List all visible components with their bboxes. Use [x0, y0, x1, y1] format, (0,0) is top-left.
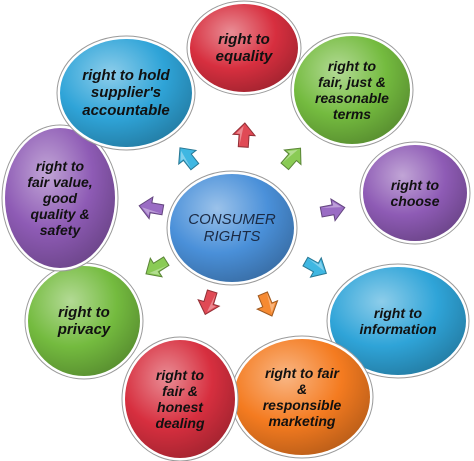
- right-fair-honest-dealing-bubble: [125, 340, 235, 458]
- center-consumer-rights-bubble: [170, 174, 294, 282]
- right-equality-arrow: [231, 122, 257, 148]
- right-information-arrow: [302, 256, 327, 278]
- right-hold-suppliers-accountable-bubble: [60, 39, 192, 147]
- right-fair-value-quality-arrow: [138, 195, 165, 220]
- right-fair-responsible-marketing-bubble: [234, 339, 370, 455]
- right-privacy-bubble: [28, 266, 140, 376]
- right-fair-just-terms-bubble: [294, 36, 410, 144]
- right-choose-bubble: [363, 145, 467, 241]
- right-fair-honest-dealing-arrow: [197, 289, 221, 316]
- right-privacy-arrow: [145, 256, 170, 278]
- arrows-layer: [138, 122, 346, 317]
- right-choose-arrow: [319, 197, 346, 222]
- right-fair-value-quality-bubble: [5, 128, 115, 268]
- right-fair-responsible-marketing-arrow: [255, 291, 279, 317]
- right-fair-just-terms-arrow: [280, 147, 302, 171]
- right-information-bubble: [330, 267, 466, 375]
- right-equality-bubble: [190, 4, 298, 92]
- right-hold-suppliers-accountable-arrow: [178, 147, 200, 171]
